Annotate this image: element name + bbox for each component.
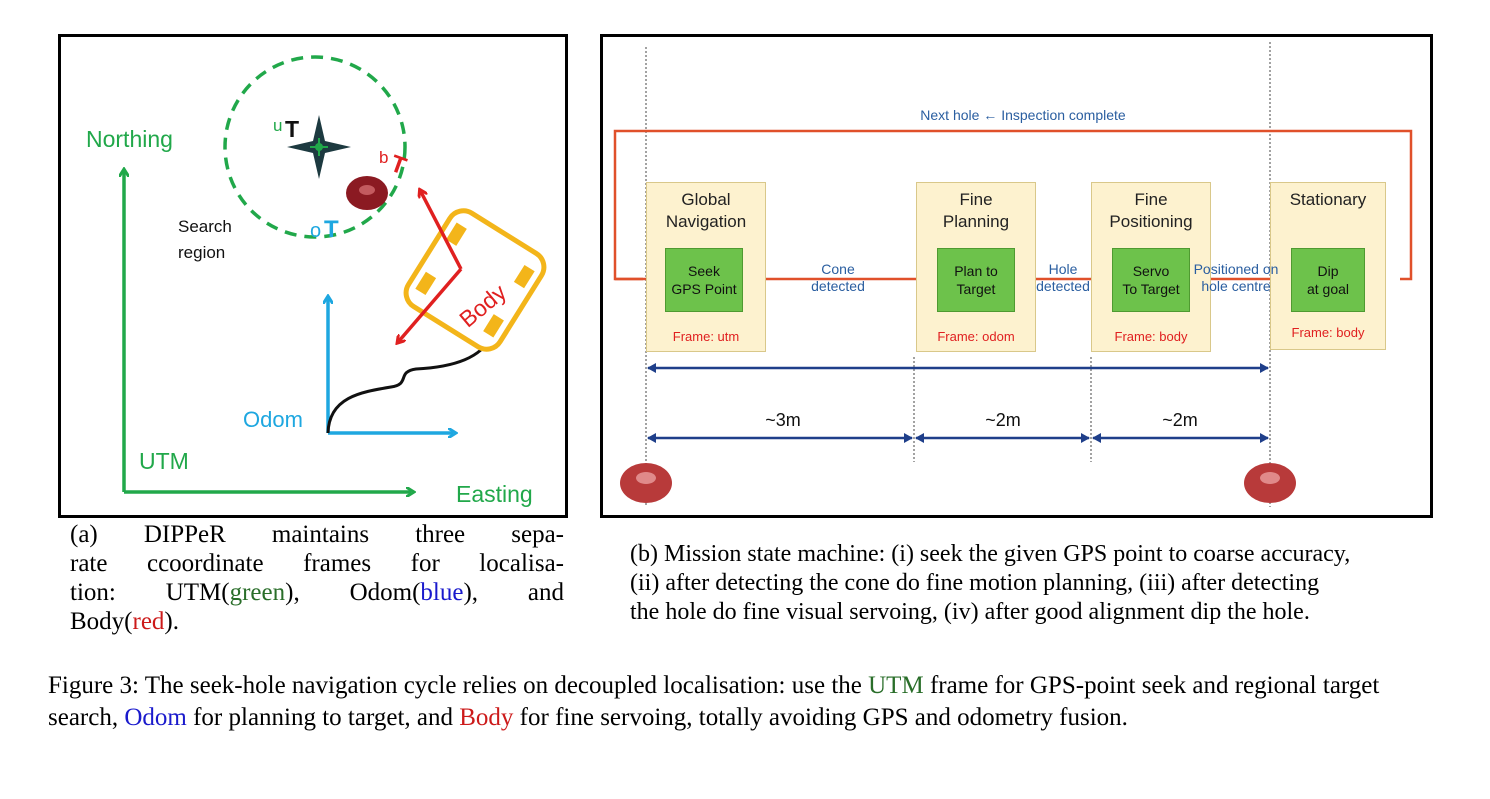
odom-axes xyxy=(328,299,453,433)
distance-label: ~2m xyxy=(1162,410,1198,430)
distance-label: ~3m xyxy=(765,410,801,430)
caption-odom: Odom xyxy=(124,704,187,731)
state-title-line: Fine xyxy=(959,190,993,209)
caption-text: Figure 3: The seek-hole navigation cycle… xyxy=(48,672,869,699)
northing-label: Northing xyxy=(86,126,173,152)
frame-label: Frame: body xyxy=(1114,329,1188,344)
panel-coordinate-frames: Northing Easting UTM Odom Search region … xyxy=(58,34,568,518)
caption-a-text: UTM( xyxy=(165,579,230,606)
search-region-label-line2: region xyxy=(178,243,225,262)
transition-line: detected xyxy=(811,278,865,294)
utm-target-sup: u xyxy=(273,116,282,135)
action-dip-at-goal: Dip at goal xyxy=(1291,248,1365,312)
action-line: Plan to xyxy=(954,263,998,279)
caption-text: frame for GPS-point seek and regional ta… xyxy=(48,672,1380,731)
action-line: Dip xyxy=(1317,263,1339,279)
caption-text: for fine servoing, totally avoiding GPS … xyxy=(513,704,1128,731)
utm-label: UTM xyxy=(139,448,189,474)
utm-target-symbol: T xyxy=(285,116,299,142)
frame-label: Frame: body xyxy=(1291,325,1365,340)
transition-line: detected xyxy=(1036,278,1090,294)
caption-a-line-4: Body(red). xyxy=(70,607,564,636)
transition-line: Cone xyxy=(821,261,855,277)
action-servo-to-target: Servo To Target xyxy=(1112,248,1190,312)
hole-icon xyxy=(620,463,672,503)
state-title-line: Navigation xyxy=(665,212,747,231)
odom-target-symbol: T xyxy=(324,216,339,243)
frame-label: Frame: utm xyxy=(672,329,740,344)
odom-target-sup: o xyxy=(310,220,321,242)
action-plan-to-target: Plan to Target xyxy=(937,248,1015,312)
caption-b-line: (b) Mission state machine: (i) seek the … xyxy=(630,541,1351,567)
action-line: Seek xyxy=(688,263,720,279)
caption-b-line: (ii) after detecting the cone do fine mo… xyxy=(630,570,1320,596)
caption-a-text: ). xyxy=(164,608,179,635)
caption-a-text: tion: xyxy=(70,579,116,606)
action-line: at goal xyxy=(1306,281,1350,297)
state-title-line: Global xyxy=(681,190,731,209)
caption-a: (a) DIPPeR maintains three sepa- rate cc… xyxy=(70,520,564,636)
state-title: Stationary xyxy=(1289,190,1367,209)
caption-body: Body xyxy=(459,704,514,731)
caption-a-text: Body( xyxy=(70,608,133,635)
caption-b: (b) Mission state machine: (i) seek the … xyxy=(630,540,1410,627)
coordinate-frames-diagram: Northing Easting UTM Odom Search region … xyxy=(86,55,547,507)
robot-trajectory xyxy=(326,314,508,434)
search-region-circle xyxy=(223,55,407,239)
caption-b-line: the hole do fine visual servoing, (iv) a… xyxy=(630,599,1310,625)
loop-label: Next hole ← Inspection complete xyxy=(920,107,1126,123)
caption-a-red: red xyxy=(132,608,165,635)
caption-a-line: (a) DIPPeR maintains three sepa- xyxy=(70,521,564,548)
hole-icon xyxy=(1244,463,1296,503)
caption-text: for planning to target, and xyxy=(186,704,460,731)
state-title-line: Positioning xyxy=(1109,212,1193,231)
utm-axes xyxy=(124,172,411,492)
transition-line: Hole xyxy=(1048,261,1078,277)
distance-label: ~2m xyxy=(985,410,1021,430)
transition-line: hole centre xyxy=(1201,278,1271,294)
caption-a-text: ), Odom( xyxy=(285,579,421,606)
body-target-sup: b xyxy=(379,148,388,167)
caption-a-blue: blue xyxy=(420,579,464,606)
action-line: Servo xyxy=(1132,263,1170,279)
state-title-line: Planning xyxy=(942,212,1010,231)
body-axes xyxy=(399,192,463,341)
caption-a-line-3: tion: UTM(green), Odom(blue), and xyxy=(70,578,564,607)
search-region-label-line1: Search xyxy=(178,217,232,236)
caption-a-text: ), and xyxy=(463,579,565,606)
state-title-line: Fine xyxy=(1134,190,1168,209)
transition-line: Positioned on xyxy=(1193,261,1279,277)
hole-icon xyxy=(346,176,388,210)
caption-a-line: rate ccoordinate frames for localisa- xyxy=(70,550,564,577)
action-line: GPS Point xyxy=(671,281,737,297)
frame-label: Frame: odom xyxy=(937,329,1015,344)
caption-utm: UTM xyxy=(868,672,924,699)
caption-a-green: green xyxy=(229,579,286,606)
figure-caption: Figure 3: The seek-hole navigation cycle… xyxy=(48,670,1448,734)
robot-body-icon xyxy=(403,208,547,352)
state-stationary: Stationary Dip at goal Frame: body xyxy=(1270,182,1386,350)
body-target-symbol: T xyxy=(387,150,410,181)
easting-label: Easting xyxy=(456,481,533,507)
odom-label: Odom xyxy=(243,407,303,432)
action-line: Target xyxy=(956,281,996,297)
action-line: To Target xyxy=(1122,281,1180,297)
